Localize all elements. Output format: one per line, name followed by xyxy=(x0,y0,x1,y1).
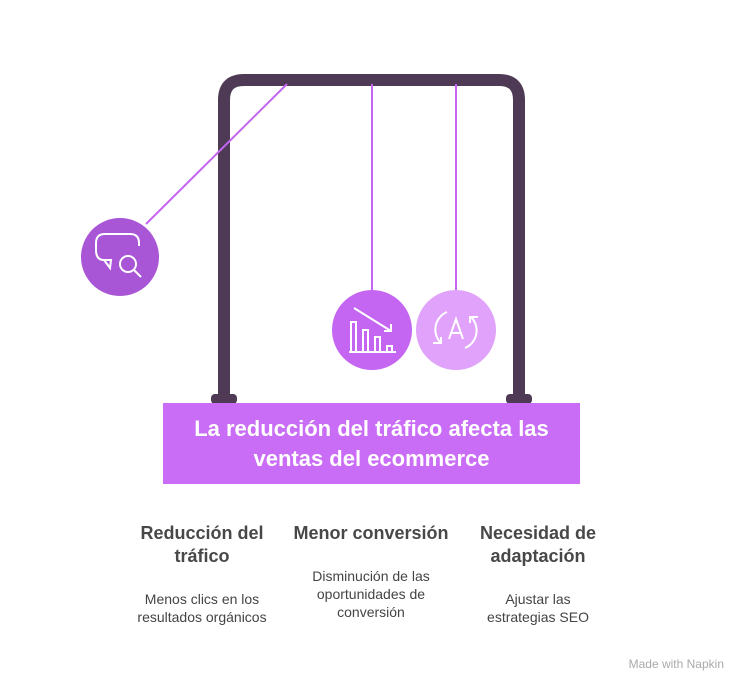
title-banner: La reducción del tráfico afecta las vent… xyxy=(163,403,580,484)
item-description: Disminución de las oportunidades de conv… xyxy=(312,568,430,620)
declining-bar-chart-icon xyxy=(332,290,412,370)
item-heading: Reducción del tráfico xyxy=(140,523,264,566)
made-with-napkin[interactable]: Made with Napkin xyxy=(628,657,724,671)
frame-foot-right xyxy=(506,394,532,404)
item-heading: Necesidad de adaptación xyxy=(479,523,597,566)
item-heading: Menor conversión xyxy=(293,523,449,543)
cradle-frame xyxy=(218,74,525,396)
item-description: Ajustar las estrategias SEO xyxy=(487,591,589,625)
item-conversion: Menor conversión Disminución de las opor… xyxy=(286,522,456,621)
item-traffic: Reducción del tráfico Menos clics en los… xyxy=(117,522,287,626)
string-1 xyxy=(145,83,288,225)
item-description: Menos clics en los resultados orgánicos xyxy=(137,591,267,625)
frame-foot-left xyxy=(211,394,237,404)
chat-search-icon xyxy=(81,218,159,296)
refresh-a-icon xyxy=(416,290,496,370)
item-adaptation: Necesidad de adaptación Ajustar las estr… xyxy=(453,522,623,626)
